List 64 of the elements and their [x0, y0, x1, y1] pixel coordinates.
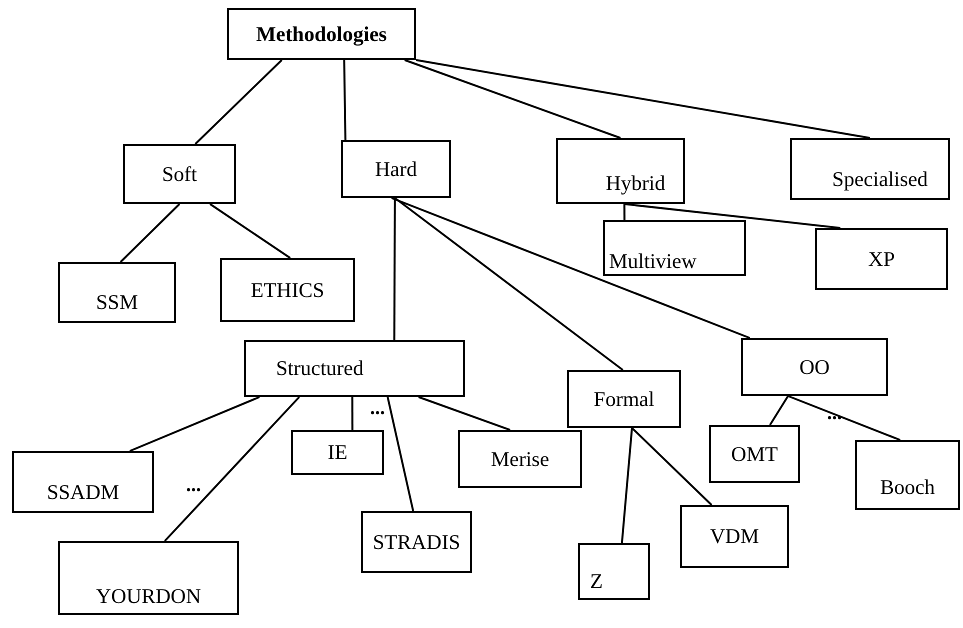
- node-label: XP: [868, 246, 895, 272]
- node-label: VDM: [710, 524, 759, 549]
- category-box: [680, 505, 789, 568]
- connector-line: [194, 59, 282, 145]
- category-box: [12, 451, 154, 513]
- category-box: [58, 541, 239, 615]
- connector-line: [416, 59, 870, 139]
- ellipsis-label: ...: [370, 398, 385, 418]
- node-label: Soft: [162, 162, 197, 186]
- node-label: SSADM: [46, 480, 120, 505]
- connector-line: [404, 59, 621, 139]
- connector-line: [164, 396, 300, 542]
- root-box: [227, 8, 416, 60]
- category-box: [458, 430, 582, 488]
- category-box: [244, 340, 465, 397]
- node-label: Merise: [490, 446, 550, 472]
- node-label: OO: [799, 354, 830, 380]
- node-label: YOURDON: [96, 584, 201, 609]
- connector-line: [129, 396, 260, 452]
- category-box: [855, 440, 960, 510]
- connector-line: [769, 395, 789, 426]
- node-label: Booch: [880, 475, 935, 500]
- connector-line: [620, 428, 633, 544]
- category-box: [578, 543, 650, 600]
- category-box: [815, 228, 948, 290]
- connector-line: [393, 198, 396, 340]
- node-label: Methodologies: [256, 22, 387, 46]
- connector-line: [623, 204, 626, 220]
- category-box: [341, 140, 451, 198]
- connector-line: [386, 396, 414, 512]
- category-box: [361, 511, 472, 573]
- connector-line: [624, 203, 840, 229]
- node-label: Structured: [276, 356, 364, 381]
- node-label: Multiview: [609, 249, 696, 274]
- category-box: [567, 370, 681, 428]
- node-label: SSM: [96, 290, 138, 315]
- category-box: [123, 144, 236, 204]
- category-box: [741, 338, 888, 396]
- category-box: [220, 258, 355, 322]
- category-box: [556, 138, 685, 204]
- node-label: Specialised: [832, 167, 928, 192]
- connector-line: [631, 427, 712, 506]
- connector-line: [394, 197, 624, 371]
- ellipsis-label: ...: [186, 475, 201, 495]
- node-label: Hard: [375, 156, 417, 182]
- connector-line: [343, 60, 346, 140]
- category-box: [709, 425, 800, 483]
- connector-line: [418, 396, 510, 431]
- category-box: [58, 262, 176, 323]
- node-label: IE: [328, 440, 348, 465]
- node-label: Z: [590, 569, 603, 594]
- connector-line: [351, 397, 354, 430]
- node-label: OMT: [731, 442, 778, 466]
- connector-line: [209, 203, 291, 259]
- category-box: [790, 138, 950, 200]
- category-box: [603, 220, 746, 276]
- node-label: ETHICS: [250, 278, 324, 302]
- node-label: Hybrid: [606, 171, 666, 196]
- connector-line: [788, 395, 901, 441]
- node-label: STRADIS: [372, 530, 460, 554]
- category-box: [291, 430, 384, 475]
- node-label: Formal: [594, 386, 654, 412]
- connector-line: [120, 203, 180, 263]
- connector-line: [391, 197, 750, 339]
